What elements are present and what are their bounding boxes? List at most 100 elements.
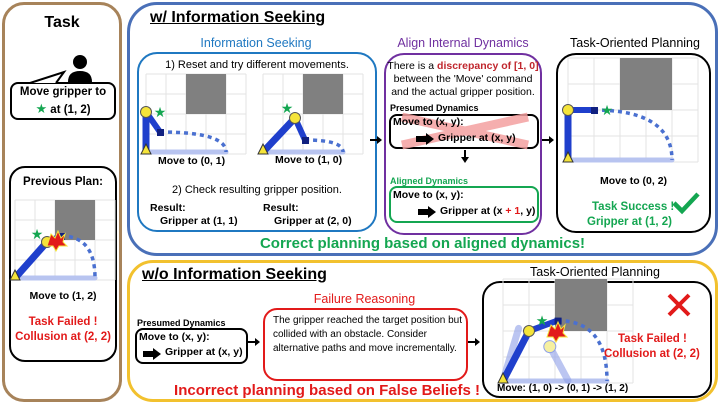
trajectory-path [159,130,228,153]
with-info-conclusion: Correct planning based on aligned dynami… [259,235,586,252]
wo-presumed-dynamics-label: Presumed Dynamics [137,318,226,328]
obstacle [303,74,343,114]
planning-success-result-line1: Task Success ! [592,201,675,213]
failure-reasoning-box [263,308,468,381]
planning-failure-result-line1: Task Failed ! [618,333,687,345]
trial2-result-label: Result: [263,202,299,214]
arm-link [12,239,50,281]
without-info-seeking-title: w/o Information Seeking [142,266,327,283]
trajectory-path [557,318,609,382]
trajectory-path [60,234,97,279]
base-joint [9,268,21,281]
bold-arrow-icon [143,348,161,360]
arm-link [260,115,298,155]
trial2-command: Move to (1, 0) [275,154,343,166]
arrow-right-icon [248,338,260,346]
presumed-dynamics-label: Presumed Dynamics [390,103,479,113]
bold-arrow-icon [416,133,434,145]
star-icon: ★ [601,102,614,118]
elbow-joint [289,112,301,124]
trial2-robot-arm: ★ [257,73,364,155]
task-panel [2,2,122,402]
arrow-down-icon [461,150,469,163]
arm-link [499,329,533,383]
base-joint [562,150,574,163]
task-title: Task [44,14,80,31]
aligned-line2: Gripper at (x + 1, y) [440,205,536,217]
failure-reasoning-title: Failure Reasoning [313,292,416,306]
speech-bubble-tail [29,70,67,84]
discrepancy-highlight: discrepancy of [1, 0] [437,60,539,72]
presumed-line1: Move to (x, y): [393,116,464,128]
trial1-result-label: Result: [150,202,186,214]
star-icon: ★ [154,104,167,120]
star-icon: ★ [281,100,294,116]
base-joint [497,371,509,384]
gripper [302,137,309,144]
previous-plan-robot-arm: ★ [9,199,116,281]
collision-icon [546,320,569,343]
star-icon: ★ [536,313,549,329]
planning-failure-result-line2: Collusion at (2, 2) [604,348,700,360]
planning-success-title: Task-Oriented Planning [570,36,700,50]
gripper [58,233,65,240]
ghost-joint [543,340,557,354]
task-instruction-line2: at (1, 2) [50,104,91,116]
planning-success-robot-arm: ★ [562,57,699,163]
without-info-seeking-panel [127,260,718,402]
with-info-seeking-title: w/ Information Seeking [150,9,326,26]
info-seeking-title: Information Seeking [200,36,312,50]
gripper [591,107,598,114]
trial1-result: Gripper at (1, 1) [160,215,238,227]
arrow-right-icon [542,136,554,144]
planning-success-result-line2: Gripper at (1, 2) [587,216,672,228]
planning-failure-title: Task-Oriented Planning [530,265,660,279]
previous-plan-result-line1: Task Failed ! [28,316,98,328]
arrow-right-icon [468,338,480,346]
checkmark-icon [672,192,700,215]
elbow-joint [562,104,574,116]
wo-presumed-line2: Gripper at (x, y) [165,346,243,358]
base-joint [257,142,269,155]
star-icon: ★ [31,226,44,242]
aligned-dynamics-box [389,186,539,223]
previous-plan-result-line2: Collusion at (2, 2) [15,331,111,343]
planning-failure-robot-arm: ★ [497,278,634,385]
presumed-line2: Gripper at (x, y) [438,132,516,144]
elbow-joint [140,106,152,118]
obstacle [555,279,607,331]
without-info-conclusion: Incorrect planning based on False Belief… [174,382,480,399]
wo-presumed-line1: Move to (x, y): [139,331,210,343]
bold-arrow-icon [418,206,436,218]
failure-reasoning-text: The gripper reached the target position … [273,315,463,354]
trial1-robot-arm: ★ [140,73,247,155]
with-info-seeking-panel [127,2,718,256]
person-icon [68,55,92,82]
elbow-joint [523,325,535,337]
previous-plan-command: Move to (1, 2) [29,290,97,302]
trajectory-path [304,138,345,153]
info-seeking-step1: 1) Reset and try different movements. [165,59,349,71]
trial1-command: Move to (0, 1) [158,155,226,167]
arrow-right-icon [370,136,382,144]
trial2-result: Gripper at (2, 0) [274,215,352,227]
aligned-dynamics-label: Aligned Dynamics [390,176,469,186]
aligned-delta: + 1 [505,205,521,217]
obstacle [186,74,226,114]
previous-plan-title: Previous Plan: [23,176,103,188]
base-joint [140,142,152,155]
task-speech-bubble [10,82,116,120]
aligned-line1: Move to (x, y): [393,189,464,201]
cross-icon [667,293,691,317]
task-instruction-line1: Move gripper to [19,86,107,98]
star-icon: ★ [35,101,48,116]
task-instruction-line2-wrap: ★ at (1, 2) [10,101,116,117]
info-seeking-step2: 2) Check resulting gripper position. [172,184,342,196]
planning-failure-command: Move: (1, 0) -> (0, 1) -> (1, 2) [497,383,629,394]
collision-icon [46,229,69,252]
align-discrepancy-text: There is a discrepancy of [1, 0] between… [387,60,539,98]
gripper [157,129,164,136]
obstacle [620,58,672,110]
planning-success-command: Move to (0, 2) [599,175,668,187]
align-dynamics-title: Align Internal Dynamics [397,36,529,50]
